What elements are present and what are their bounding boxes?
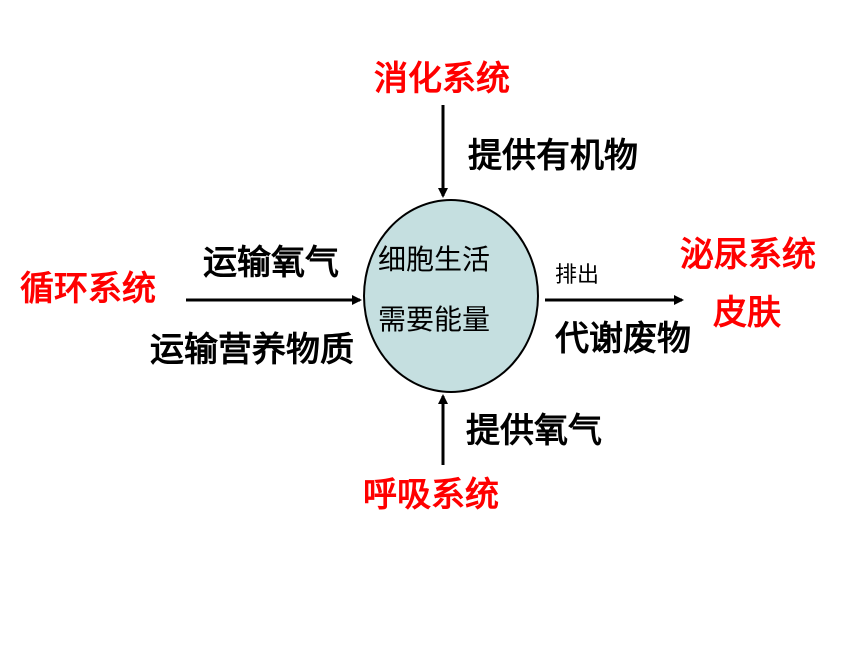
transport-oxygen-label: 运输氧气 [203, 243, 339, 283]
urinary-system-label: 泌尿系统 [680, 235, 816, 275]
provide-oxygen-label: 提供氧气 [466, 411, 602, 451]
cell-text-line2: 需要能量 [378, 303, 491, 336]
discharge-label: 排出 [555, 263, 600, 288]
provide-organic-matter-label: 提供有机物 [468, 136, 638, 176]
skin-label: 皮肤 [713, 293, 781, 333]
cell-text-line1: 细胞生活 [378, 243, 491, 276]
metabolic-waste-label: 代谢废物 [555, 319, 691, 359]
transport-nutrients-label: 运输营养物质 [150, 330, 354, 370]
cell-circle [363, 199, 539, 393]
respiratory-system-label: 呼吸系统 [363, 475, 499, 515]
digestive-system-label: 消化系统 [374, 59, 510, 99]
circulatory-system-label: 循环系统 [20, 269, 156, 309]
